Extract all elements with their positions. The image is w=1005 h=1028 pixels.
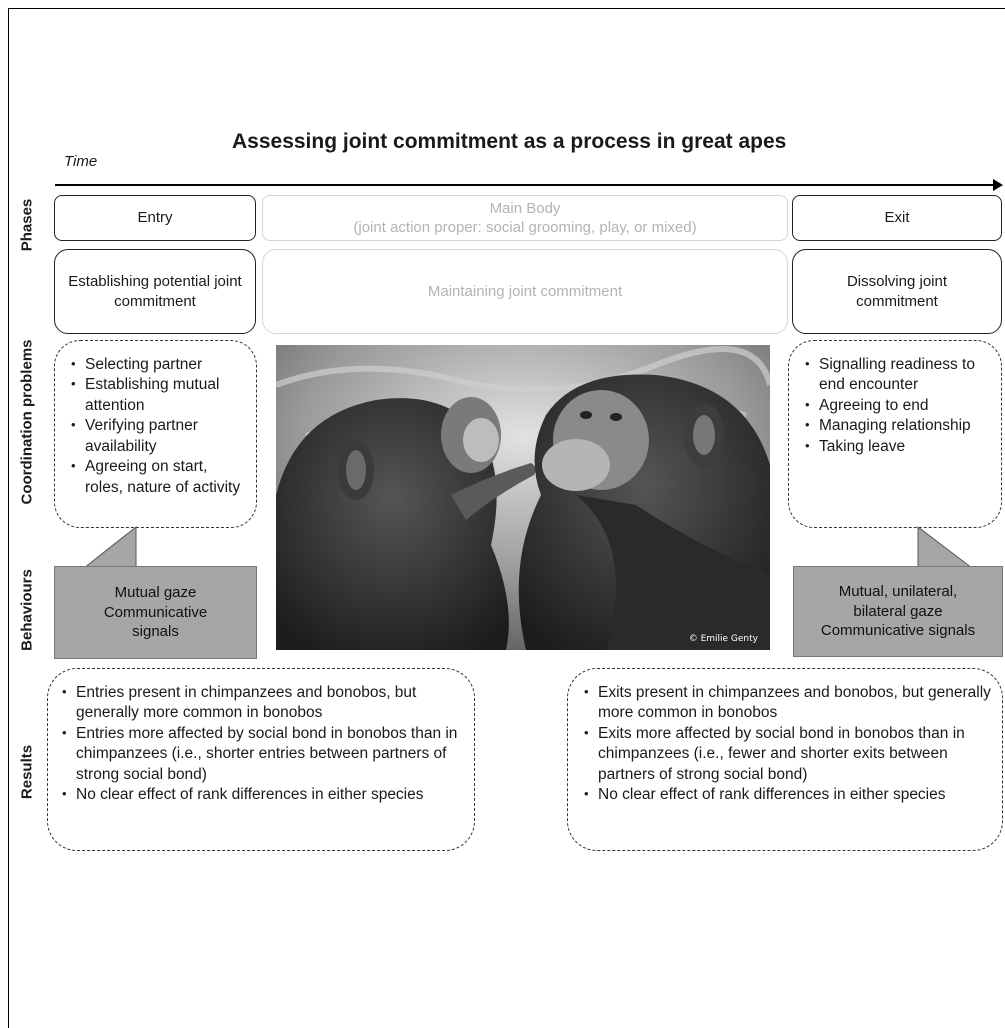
behaviour-entry-box: Mutual gaze Communicative signals	[54, 566, 257, 659]
commitment-main-label: Maintaining joint commitment	[427, 282, 623, 300]
phase-entry-label: Entry	[137, 209, 173, 227]
behaviour-exit-line: Mutual, unilateral,	[838, 583, 958, 601]
time-label: Time	[64, 153, 98, 170]
arrow-right-icon	[993, 179, 1003, 191]
list-item: Exits more affected by social bond in bo…	[584, 724, 992, 785]
time-axis	[55, 184, 995, 186]
figure-frame	[8, 8, 1005, 1028]
phase-exit-label: Exit	[884, 209, 910, 227]
commitment-entry-box: Establishing potential joint commitment	[54, 249, 256, 334]
results-exit-box: Exits present in chimpanzees and bonobos…	[567, 668, 1003, 851]
behaviour-entry-line: signals	[132, 623, 179, 641]
list-item: Entries present in chimpanzees and bonob…	[62, 683, 462, 724]
list-item: Taking leave	[805, 437, 991, 457]
behaviour-entry-line: Mutual gaze	[114, 584, 197, 602]
phase-exit-box: Exit	[792, 195, 1002, 241]
results-entry-list: Entries present in chimpanzees and bonob…	[62, 683, 462, 806]
list-item: Agreeing to end	[805, 396, 991, 416]
list-item: No clear effect of rank differences in e…	[584, 785, 992, 805]
commitment-exit-label: Dissolving joint commitment	[846, 273, 948, 310]
list-item: Verifying partner availability	[71, 416, 246, 457]
row-label-phases: Phases	[18, 198, 36, 252]
list-item: Exits present in chimpanzees and bonobos…	[584, 683, 992, 724]
exit-callout-pointer	[917, 526, 974, 569]
list-item: No clear effect of rank differences in e…	[62, 785, 462, 805]
list-item: Managing relationship	[805, 416, 991, 436]
results-entry-box: Entries present in chimpanzees and bonob…	[47, 668, 475, 851]
list-item: Agreeing on start, roles, nature of acti…	[71, 457, 246, 498]
list-item: Signalling readiness to end encounter	[805, 355, 991, 396]
entry-callout-pointer	[82, 526, 137, 569]
row-label-behaviours: Behaviours	[18, 569, 36, 651]
commitment-exit-box: Dissolving joint commitment	[792, 249, 1002, 334]
commitment-entry-label: Establishing potential joint commitment	[68, 273, 242, 310]
behaviour-exit-line: Communicative signals	[820, 622, 976, 640]
photo-credit: © Emilie Genty	[688, 634, 758, 644]
list-item: Selecting partner	[71, 355, 246, 375]
behaviour-exit-line: bilateral gaze	[853, 602, 943, 620]
coordination-exit-list: Signalling readiness to end encounter Ag…	[805, 355, 991, 457]
coordination-entry-box: Selecting partner Establishing mutual at…	[54, 340, 257, 528]
phase-main-box: Main Body (joint action proper: social g…	[262, 195, 788, 241]
figure-title: Assessing joint commitment as a process …	[232, 130, 787, 153]
chimpanzees-image	[274, 345, 773, 650]
coordination-exit-box: Signalling readiness to end encounter Ag…	[788, 340, 1002, 528]
chimpanzee-photo: © Emilie Genty	[274, 345, 773, 650]
behaviour-exit-box: Mutual, unilateral, bilateral gaze Commu…	[793, 566, 1003, 657]
phase-main-subtitle: (joint action proper: social grooming, p…	[353, 219, 697, 236]
coordination-entry-list: Selecting partner Establishing mutual at…	[71, 355, 246, 498]
row-label-coordination: Coordination problems	[18, 339, 36, 505]
phase-main-title: Main Body	[489, 199, 561, 217]
row-label-results: Results	[18, 744, 36, 800]
list-item: Entries more affected by social bond in …	[62, 724, 462, 785]
results-exit-list: Exits present in chimpanzees and bonobos…	[584, 683, 992, 806]
list-item: Establishing mutual attention	[71, 375, 246, 416]
behaviour-entry-line: Communicative	[103, 603, 208, 621]
commitment-main-box: Maintaining joint commitment	[262, 249, 788, 334]
phase-entry-box: Entry	[54, 195, 256, 241]
